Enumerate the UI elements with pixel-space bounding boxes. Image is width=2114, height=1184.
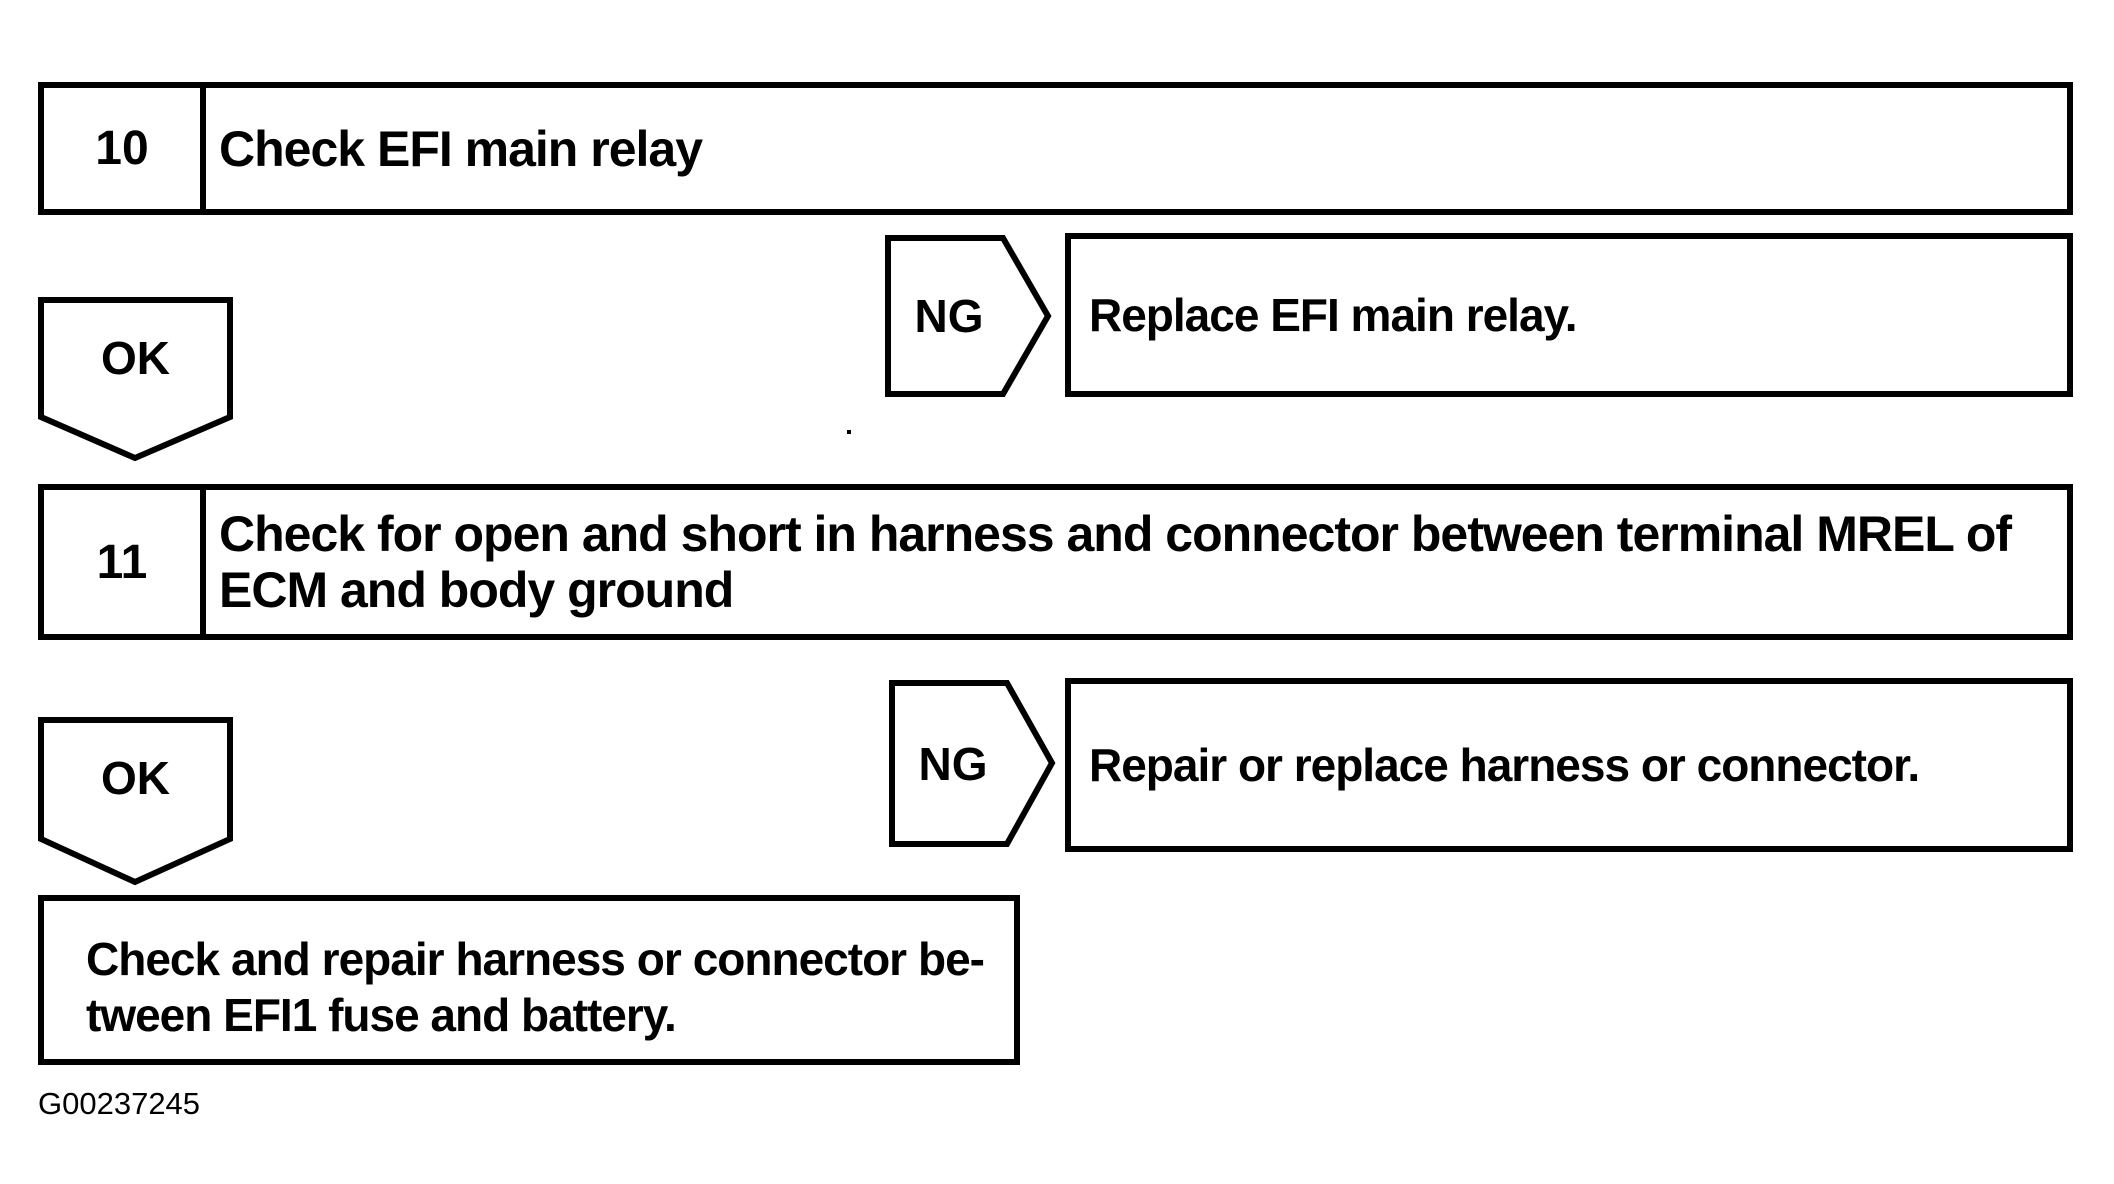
ok-arrow-step11: OK [38, 717, 233, 886]
ng-pentagon-icon [885, 235, 1052, 397]
step-box-10: 10 Check EFI main relay [38, 82, 2073, 215]
step-number-11: 11 [44, 490, 206, 634]
ng-arrow-step11: NG [889, 680, 1056, 847]
ok-label: OK [101, 752, 170, 804]
final-action-line2: tween EFI1 fuse and battery. [86, 989, 677, 1041]
final-action-box: Check and repair harness or connector be… [38, 895, 1020, 1065]
result-box-replace-relay: Replace EFI main relay. [1065, 233, 2073, 397]
ng-label: NG [914, 290, 984, 342]
ng-arrow-step10: NG [885, 235, 1052, 397]
step-title-10: Check EFI main relay [206, 88, 2067, 209]
step-box-11: 11 Check for open and short in harness a… [38, 484, 2073, 640]
ng-pentagon-icon [889, 680, 1056, 847]
step-number-10: 10 [44, 88, 206, 209]
ok-label: OK [101, 332, 170, 384]
ok-arrow-step10: OK [38, 297, 233, 462]
step-title-line: Check EFI main relay [219, 120, 703, 177]
scan-noise-dot [847, 430, 851, 434]
step-title-line: Check for open and short in harness and … [219, 506, 2012, 562]
ng-label: NG [918, 737, 988, 790]
figure-id: G00237245 [38, 1086, 201, 1121]
result-text: Replace EFI main relay. [1089, 289, 1577, 341]
step-title-line: ECM and body ground [219, 562, 734, 618]
result-box-repair-harness: Repair or replace harness or connector. [1065, 678, 2073, 852]
ok-pentagon-icon [38, 297, 233, 462]
final-action-line1: Check and repair harness or connector be… [86, 933, 985, 985]
ok-pentagon-icon [38, 717, 233, 886]
result-text: Repair or replace harness or connector. [1089, 739, 1920, 791]
step-title-11: Check for open and short in harness and … [206, 490, 2067, 634]
